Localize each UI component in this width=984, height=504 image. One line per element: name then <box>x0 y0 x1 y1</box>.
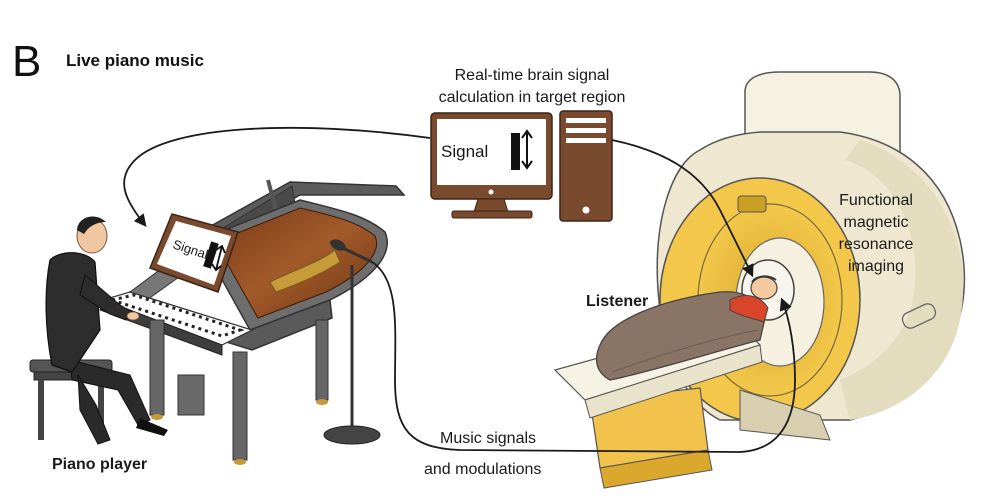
arrow-computer-to-listener <box>611 139 754 278</box>
arrow-music-to-listener <box>371 261 796 453</box>
fmri-label-line-2: magnetic <box>844 214 909 231</box>
microphone-stand <box>323 239 381 445</box>
panel-letter: B <box>12 37 41 86</box>
monitor-signal-label: Signal <box>441 142 488 161</box>
tablet <box>149 213 239 293</box>
computer <box>430 110 613 222</box>
music-signals-label-line-1: Music signals <box>440 430 536 447</box>
figure-title: Live piano music <box>66 51 204 70</box>
computer-caption-line-1: Real-time brain signal <box>455 67 610 84</box>
mri-scanner <box>656 71 966 441</box>
piano-player <box>29 216 168 445</box>
fmri-label-line-3: resonance <box>839 236 914 253</box>
listener-label: Listener <box>586 293 648 310</box>
music-signals-label-line-2: and modulations <box>424 461 541 478</box>
piano-player-label: Piano player <box>52 456 147 473</box>
computer-caption-line-2: calculation in target region <box>439 89 626 106</box>
fmri-label-line-1: Functional <box>839 192 913 209</box>
fmri-label-line-4: imaging <box>848 258 904 275</box>
arrow-computer-to-tablet <box>123 126 431 227</box>
listener <box>595 275 778 381</box>
